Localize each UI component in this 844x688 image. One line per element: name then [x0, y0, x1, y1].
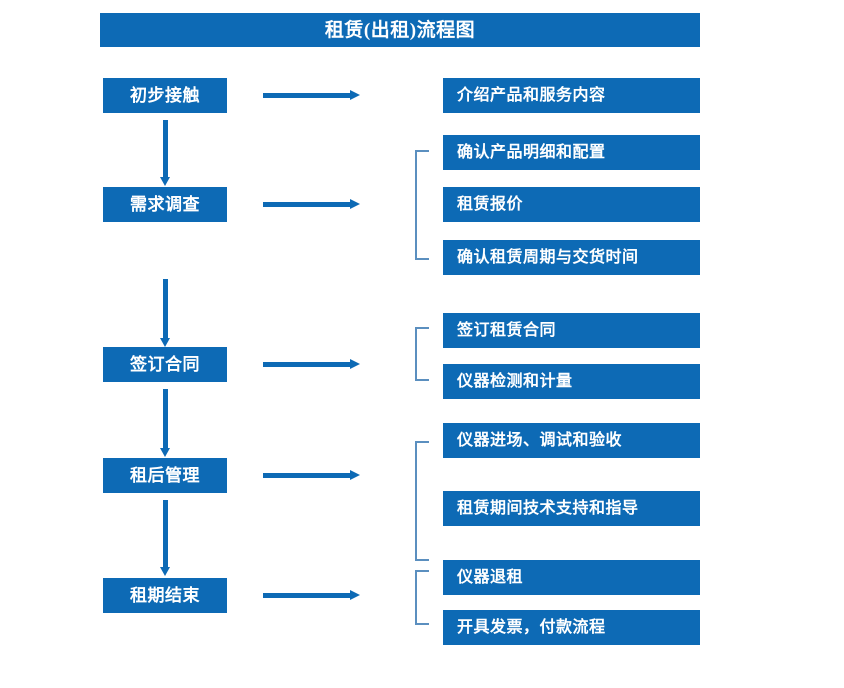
stage-box-3[interactable]: 签订合同 [103, 347, 227, 382]
chart-title-text: 租赁(出租)流程图 [324, 19, 476, 41]
right-arrow-icon-3 [263, 359, 360, 370]
group-bracket-2 [415, 150, 429, 260]
detail-box-8[interactable]: 租赁期间技术支持和指导 [443, 491, 700, 526]
stage-label-3: 签订合同 [130, 355, 200, 374]
detail-label-10: 开具发票，付款流程 [457, 618, 606, 636]
group-bracket-4 [415, 441, 429, 561]
group-bracket-3 [415, 327, 429, 381]
detail-box-10[interactable]: 开具发票，付款流程 [443, 610, 700, 645]
down-arrow-icon-1 [160, 120, 171, 186]
stage-label-5: 租期结束 [130, 586, 200, 605]
right-arrow-icon-1 [263, 90, 360, 101]
arrow-stem [263, 593, 351, 598]
right-arrow-icon-4 [263, 470, 360, 481]
down-arrow-icon-3 [160, 389, 171, 457]
arrow-head [350, 90, 360, 100]
stage-label-1: 初步接触 [130, 86, 200, 105]
arrow-head [160, 448, 170, 457]
arrow-head [160, 177, 170, 186]
stage-box-2[interactable]: 需求调查 [103, 187, 227, 222]
detail-box-4[interactable]: 确认租赁周期与交货时间 [443, 240, 700, 275]
stage-label-4: 租后管理 [130, 466, 200, 485]
detail-label-3: 租赁报价 [457, 195, 524, 213]
group-bracket-5 [415, 570, 429, 625]
detail-label-1: 介绍产品和服务内容 [457, 86, 606, 104]
detail-box-7[interactable]: 仪器进场、调试和验收 [443, 423, 700, 458]
arrow-stem [263, 202, 351, 207]
arrow-stem [163, 389, 168, 449]
detail-label-6: 仪器检测和计量 [457, 372, 573, 390]
down-arrow-icon-4 [160, 500, 171, 576]
stage-box-4[interactable]: 租后管理 [103, 458, 227, 493]
detail-box-2[interactable]: 确认产品明细和配置 [443, 135, 700, 170]
detail-label-4: 确认租赁周期与交货时间 [457, 248, 639, 266]
arrow-head [160, 338, 170, 347]
arrow-head [350, 590, 360, 600]
arrow-stem [263, 473, 351, 478]
arrow-head [350, 359, 360, 369]
detail-box-5[interactable]: 签订租赁合同 [443, 313, 700, 348]
right-arrow-icon-5 [263, 590, 360, 601]
right-arrow-icon-2 [263, 199, 360, 210]
detail-label-7: 仪器进场、调试和验收 [457, 431, 623, 449]
arrow-stem [163, 120, 168, 178]
detail-label-9: 仪器退租 [457, 568, 524, 586]
detail-box-6[interactable]: 仪器检测和计量 [443, 364, 700, 399]
arrow-stem [263, 93, 351, 98]
stage-box-5[interactable]: 租期结束 [103, 578, 227, 613]
arrow-stem [163, 279, 168, 339]
arrow-stem [163, 500, 168, 568]
chart-title-banner: 租赁(出租)流程图 [100, 13, 700, 47]
detail-label-5: 签订租赁合同 [457, 321, 557, 339]
detail-box-9[interactable]: 仪器退租 [443, 560, 700, 595]
detail-label-8: 租赁期间技术支持和指导 [457, 499, 639, 517]
detail-label-2: 确认产品明细和配置 [457, 143, 606, 161]
arrow-head [350, 199, 360, 209]
stage-label-2: 需求调查 [130, 195, 200, 214]
arrow-head [350, 470, 360, 480]
down-arrow-icon-2 [160, 279, 171, 347]
stage-box-1[interactable]: 初步接触 [103, 78, 227, 113]
detail-box-1[interactable]: 介绍产品和服务内容 [443, 78, 700, 113]
arrow-stem [263, 362, 351, 367]
detail-box-3[interactable]: 租赁报价 [443, 187, 700, 222]
arrow-head [160, 567, 170, 576]
